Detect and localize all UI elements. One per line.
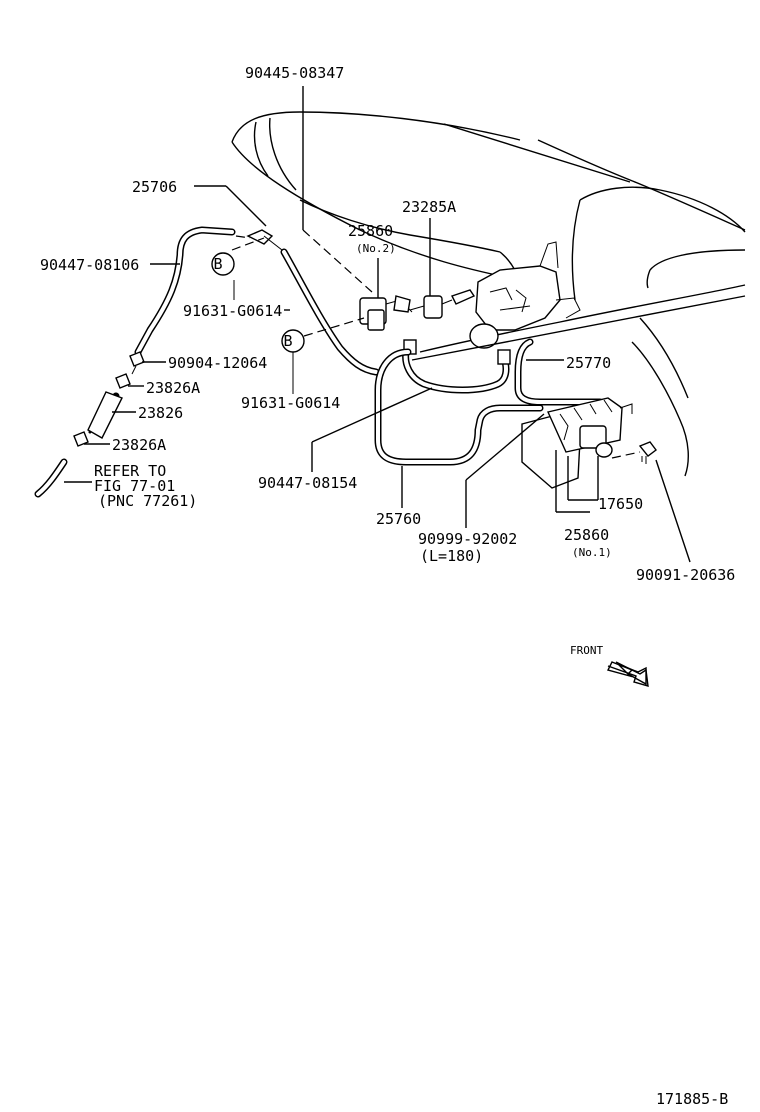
label-25760: 25760 xyxy=(376,510,421,528)
label-23826: 23826 xyxy=(138,404,183,422)
label-90904-12064: 90904-12064 xyxy=(168,354,267,372)
refer-line-1: REFER TO xyxy=(94,462,166,480)
b-circle-1 xyxy=(211,252,235,276)
hose-25706 xyxy=(134,226,380,376)
leader-90445-08347 xyxy=(302,86,373,293)
label-no1: (No.1) xyxy=(572,546,612,559)
left-parts xyxy=(34,351,145,498)
refer-line-2: FIG 77-01 xyxy=(94,477,175,495)
leader-lines xyxy=(64,185,746,528)
filter-23285a xyxy=(409,289,476,319)
label-90447-08106: 90447-08106 xyxy=(40,256,139,274)
label-17650: 17650 xyxy=(598,495,643,513)
label-front: FRONT xyxy=(570,644,603,657)
label-23826a-top: 23826A xyxy=(146,379,200,397)
label-25706: 25706 xyxy=(132,178,177,196)
label-no2: (No.2) xyxy=(356,242,396,255)
labels: 90445-08347 25706 23285A 25860 (No.2) 90… xyxy=(40,64,735,1108)
vsv-no1-assembly xyxy=(521,397,633,489)
label-90445-08347: 90445-08347 xyxy=(245,64,344,82)
label-90999-92002: 90999-92002 xyxy=(418,530,517,548)
label-23285a: 23285A xyxy=(402,198,456,216)
label-25770: 25770 xyxy=(566,354,611,372)
label-90447-08154: 90447-08154 xyxy=(258,474,357,492)
refer-line-3: (PNC 77261) xyxy=(98,492,197,510)
label-25860-no1: 25860 xyxy=(564,526,609,544)
label-b-1: B xyxy=(213,255,222,273)
label-b-2: B xyxy=(283,332,292,350)
engine-block xyxy=(469,241,581,349)
label-l180: (L=180) xyxy=(420,547,483,565)
callout-b-markers xyxy=(211,237,365,394)
bolt-90091-20636 xyxy=(611,441,691,563)
label-25860-no2: 25860 xyxy=(348,222,393,240)
hose-25770 xyxy=(402,338,604,406)
label-90091-20636: 90091-20636 xyxy=(636,566,735,584)
vsv-no2 xyxy=(359,295,413,331)
label-91631-g0614-b: 91631-G0614 xyxy=(241,394,340,412)
front-arrow xyxy=(606,661,649,687)
drawing-number: 171885-B xyxy=(656,1090,728,1108)
label-91631-g0614-a: 91631-G0614 xyxy=(183,302,282,320)
label-23826a-bottom: 23826A xyxy=(112,436,166,454)
hose-25760 xyxy=(374,348,544,466)
clip-25706 xyxy=(235,229,283,251)
body-outline xyxy=(231,111,746,477)
